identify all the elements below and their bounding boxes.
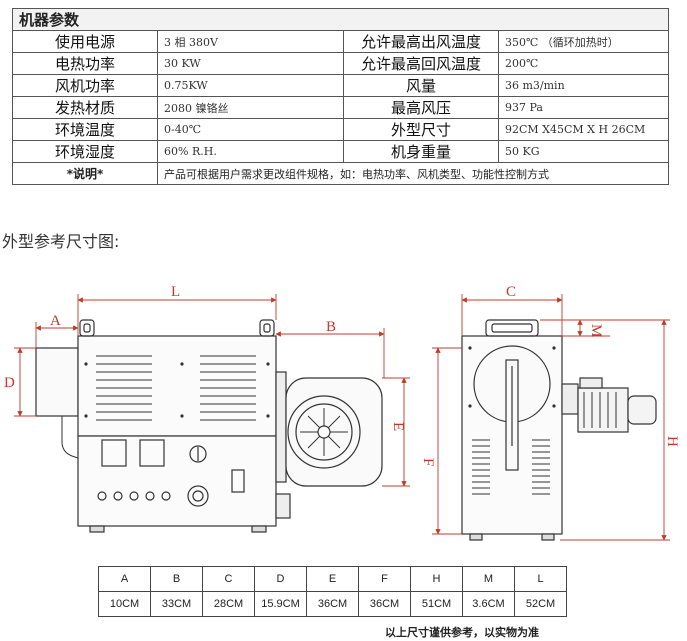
dimensions-table: A B C D E F H M L 10CM 33CM 28CM 15.9CM … — [98, 566, 567, 617]
meter — [139, 439, 165, 467]
note-label: *说明* — [12, 162, 158, 185]
spec-value: 0-40℃ — [157, 118, 344, 141]
spec-value: 350℃ （循环加热时） — [497, 30, 670, 53]
spec-value: 92CM X45CM X H 26CM — [497, 118, 670, 141]
dims-value: 10CM — [98, 591, 151, 617]
dim-label-a: A — [50, 313, 61, 329]
blower-inlet — [287, 395, 361, 469]
dims-value: 52CM — [514, 591, 567, 617]
dim-label-m: M — [588, 324, 604, 337]
switch — [231, 469, 245, 493]
dims-value: 28CM — [202, 591, 255, 617]
spec-label: 电热功率 — [12, 52, 158, 75]
control-panel — [77, 435, 277, 527]
spec-label: 外型尺寸 — [343, 118, 499, 141]
motor-flange — [561, 383, 579, 415]
motor — [577, 387, 629, 433]
spec-label: 使用电源 — [12, 30, 158, 53]
dim-label-c: C — [506, 284, 516, 300]
dims-header: L — [514, 566, 567, 592]
spec-label: 机身重量 — [343, 140, 499, 163]
note-value: 产品可根据用户需求更改组件规格，如：电热功率、风机类型、功能性控制方式 — [156, 162, 670, 185]
spec-value: 3 相 380V — [157, 30, 344, 53]
spec-label: 环境湿度 — [12, 140, 158, 163]
spec-value: 60% R.H. — [157, 140, 344, 163]
side-dimensions — [432, 294, 670, 541]
spec-label: 允许最高出风温度 — [343, 30, 499, 53]
spec-value: 200℃ — [497, 52, 670, 75]
spec-value: 50 KG — [497, 140, 670, 163]
dims-header: D — [254, 566, 307, 592]
dims-value: 33CM — [150, 591, 203, 617]
spec-row: 风机功率 0.75KW 风量 36 m3/min — [12, 74, 670, 97]
spec-value: 2080 镍铬丝 — [157, 96, 344, 119]
switch-knob — [189, 445, 207, 463]
spec-row: 使用电源 3 相 380V 允许最高出风温度 350℃ （循环加热时） — [12, 30, 670, 53]
dim-label-h: H — [664, 436, 680, 447]
spec-row: 环境湿度 60% R.H. 机身重量 50 KG — [12, 140, 670, 163]
spec-label: 环境温度 — [12, 118, 158, 141]
dim-label-b: B — [326, 319, 336, 335]
blower-mount — [275, 371, 287, 483]
spec-value: 937 Pa — [497, 96, 670, 119]
spec-note-row: *说明* 产品可根据用户需求更改组件规格，如：电热功率、风机类型、功能性控制方式 — [12, 162, 670, 185]
front-dimensions — [14, 294, 410, 487]
spec-value: 36 m3/min — [497, 74, 670, 97]
lifting-lug — [259, 319, 275, 337]
dims-header-row: A B C D E F H M L — [98, 566, 567, 592]
top-handle — [485, 319, 539, 337]
spec-value: 30 KW — [157, 52, 344, 75]
spec-value: 0.75KW — [157, 74, 344, 97]
dims-value: 36CM — [358, 591, 411, 617]
main-knob — [187, 485, 209, 507]
spec-row: 环境温度 0-40℃ 外型尺寸 92CM X45CM X H 26CM — [12, 118, 670, 141]
dims-header: C — [202, 566, 255, 592]
section-title: 外型参考尺寸图: — [2, 232, 120, 251]
dim-label-l: L — [171, 284, 180, 300]
spec-label: 最高风压 — [343, 96, 499, 119]
meter — [101, 439, 127, 467]
dim-label-f: F — [420, 458, 436, 466]
dims-value: 51CM — [410, 591, 463, 617]
body-upper — [77, 335, 277, 437]
spec-label: 允许最高回风温度 — [343, 52, 499, 75]
lifting-lug — [79, 319, 95, 337]
dim-label-e: E — [390, 422, 406, 431]
dims-header: E — [306, 566, 359, 592]
side-view — [461, 319, 657, 541]
dim-label-d: D — [4, 375, 15, 391]
spec-table: 机器参数 使用电源 3 相 380V 允许最高出风温度 350℃ （循环加热时）… — [11, 8, 670, 185]
dims-header: A — [98, 566, 151, 592]
spec-label: 风机功率 — [12, 74, 158, 97]
dims-header: M — [462, 566, 515, 592]
footnote: 以上尺寸谨供参考，以实物为准 — [385, 626, 539, 639]
spec-title: 机器参数 — [11, 8, 670, 31]
dims-value: 36CM — [306, 591, 359, 617]
dims-value-row: 10CM 33CM 28CM 15.9CM 36CM 36CM 51CM 3.6… — [98, 591, 567, 617]
spec-label: 风量 — [343, 74, 499, 97]
spec-row: 电热功率 30 KW 允许最高回风温度 200℃ — [12, 52, 670, 75]
dims-header: B — [150, 566, 203, 592]
spec-row: 发热材质 2080 镍铬丝 最高风压 937 Pa — [12, 96, 670, 119]
dimension-drawing: L A B D E — [4, 284, 680, 541]
dims-header: F — [358, 566, 411, 592]
inlet-duct — [35, 347, 79, 417]
spec-label: 发热材质 — [12, 96, 158, 119]
dims-header: H — [410, 566, 463, 592]
dims-value: 15.9CM — [254, 591, 307, 617]
dims-value: 3.6CM — [462, 591, 515, 617]
front-view — [35, 319, 383, 533]
